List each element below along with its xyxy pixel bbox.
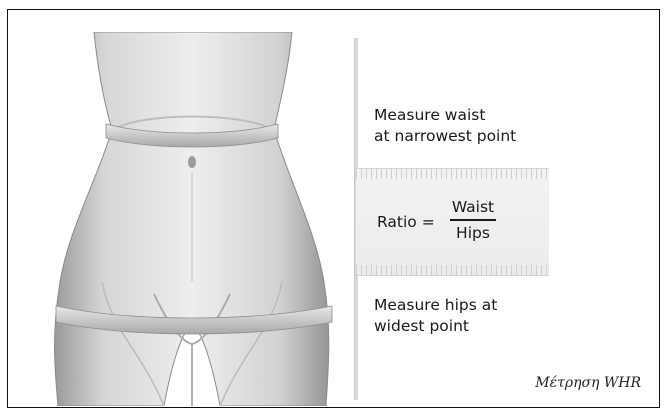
navel	[188, 156, 196, 168]
diagram-frame: Measure waist at narrowest point Ratio =…	[7, 9, 660, 408]
waist-instruction-line-1: Measure waist	[374, 105, 516, 126]
ruler-ticks-bottom	[356, 265, 549, 275]
ratio-numerator: Waist	[448, 196, 498, 218]
hips-instruction-line-1: Measure hips at	[374, 295, 497, 316]
figure-caption: Μέτρηση WHR	[535, 375, 641, 391]
ruler-ticks-top	[356, 169, 549, 179]
fraction-bar	[450, 219, 496, 221]
waist-instruction: Measure waist at narrowest point	[374, 105, 516, 147]
ratio-fraction: Waist Hips	[448, 196, 498, 244]
hips-instruction: Measure hips at widest point	[374, 295, 497, 337]
waist-instruction-line-2: at narrowest point	[374, 126, 516, 147]
hips-instruction-line-2: widest point	[374, 316, 497, 337]
ratio-denominator: Hips	[448, 222, 498, 244]
ratio-label: Ratio =	[377, 213, 435, 231]
torso-illustration	[42, 32, 342, 406]
